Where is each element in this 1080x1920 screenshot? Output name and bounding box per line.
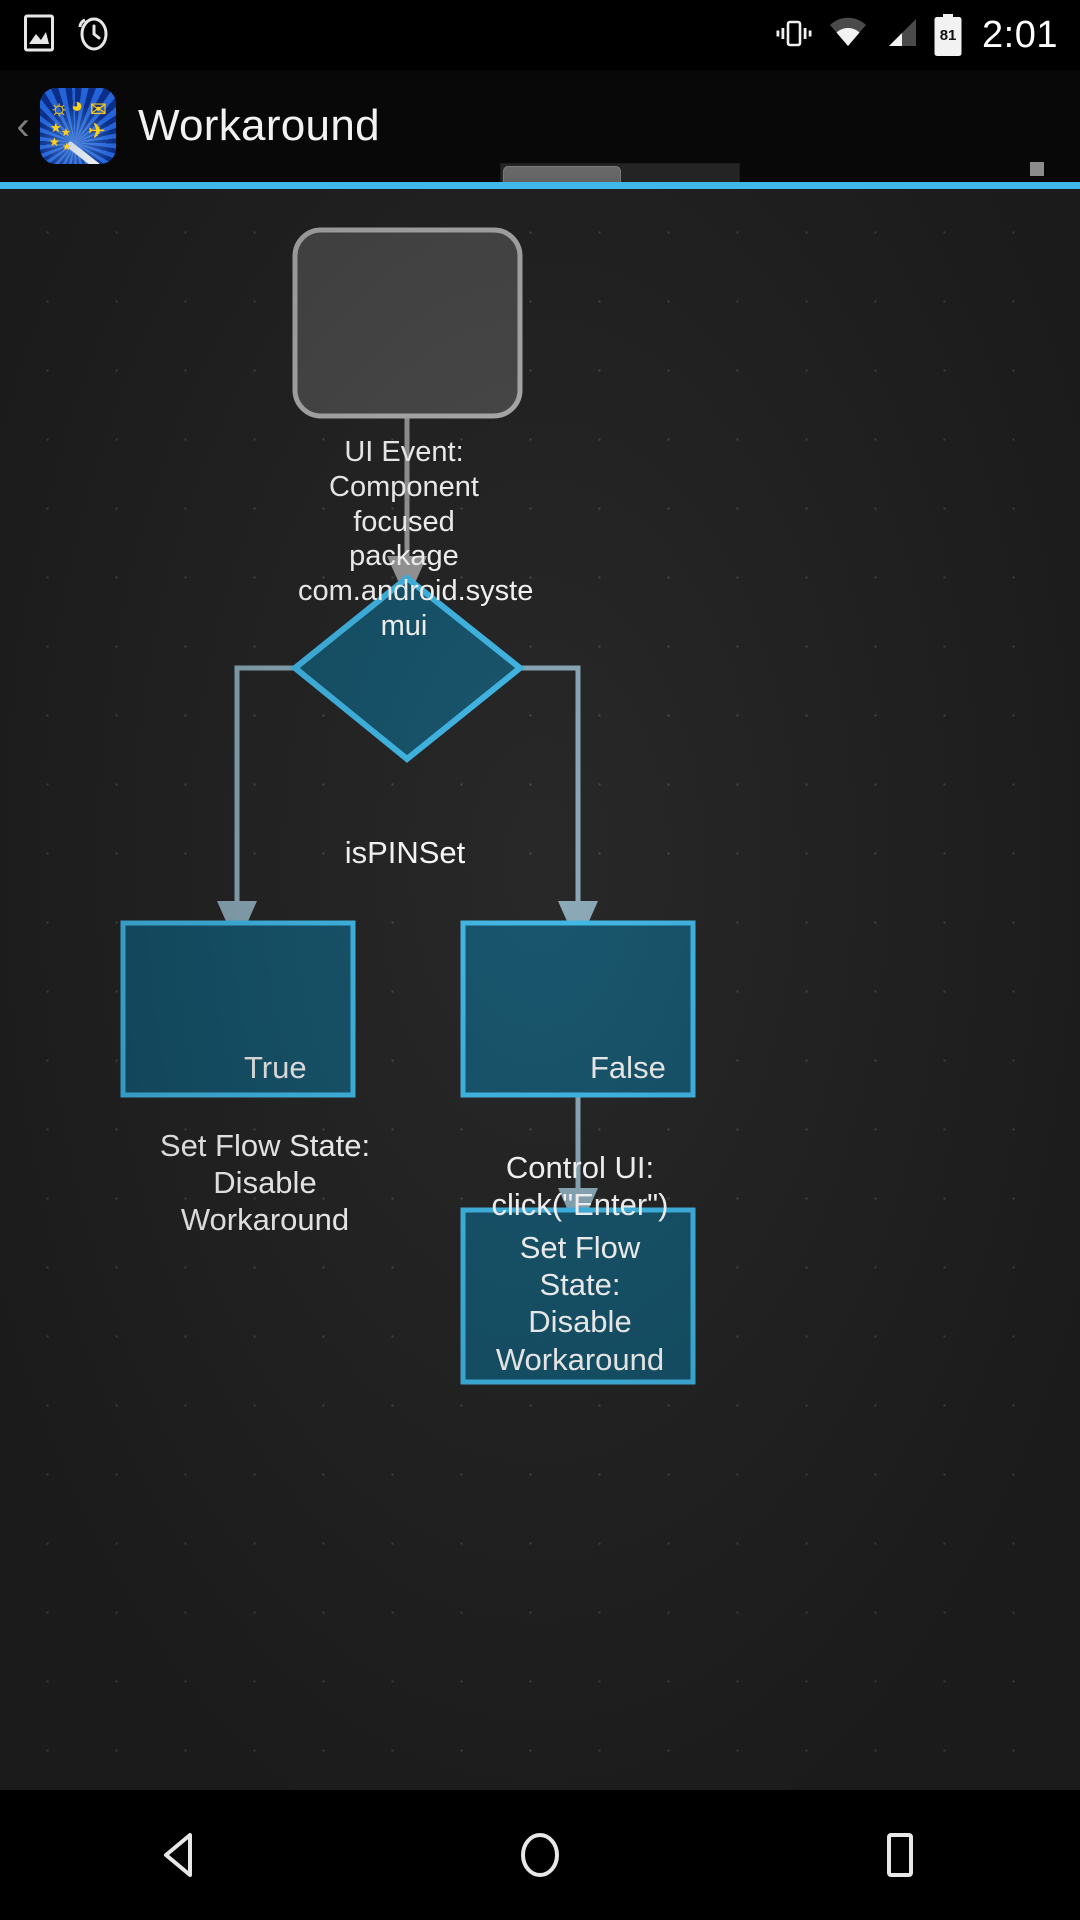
workaround-app-icon[interactable]: ☼ ◕ ✉ ✈ ★ ★ ★ ★ (40, 88, 116, 164)
system-navigation-bar (0, 1790, 1080, 1920)
envelope-icon: ✉ (90, 99, 107, 121)
wifi-icon (828, 13, 868, 58)
gear-icon: ☼ (49, 95, 70, 120)
star-icon: ★ (61, 127, 71, 139)
edge-condition-false (519, 665, 598, 946)
back-button[interactable] (90, 1790, 270, 1920)
accent-divider (0, 182, 1080, 189)
edge-condition-true (217, 665, 295, 946)
back-navigation-icon[interactable]: ‹ (16, 104, 30, 148)
flow-node-condition[interactable] (290, 574, 525, 763)
action-bar: ‹ ☼ ◕ ✉ ✈ ★ ★ ★ ★ Workaround OFF (0, 70, 1080, 229)
flow-node-action-true[interactable] (120, 920, 356, 1098)
flow-canvas[interactable]: UI Event: Component focused package com.… (0, 189, 1080, 1790)
flow-node-action-end[interactable] (460, 1207, 696, 1385)
star-icon: ★ (62, 142, 71, 153)
status-bar-left-icons (24, 0, 112, 70)
airplane-icon: ✈ (88, 120, 106, 143)
vibrate-icon (774, 13, 814, 58)
status-bar: 81 2:01 (0, 0, 1080, 70)
wifi-glyph-icon: ◕ (71, 95, 84, 117)
star-icon: ★ (50, 120, 62, 135)
overflow-dot (1030, 162, 1044, 176)
image-icon (24, 13, 54, 58)
alarm-clock-icon (76, 13, 112, 58)
flow-node-action-false[interactable] (460, 920, 696, 1098)
battery-level-text: 81 (939, 27, 957, 44)
home-button[interactable] (450, 1790, 630, 1920)
star-icon: ★ (49, 135, 60, 149)
status-bar-clock: 2:01 (982, 14, 1058, 56)
page-title: Workaround (138, 101, 380, 150)
battery-icon: 81 (934, 14, 962, 56)
flow-graph (120, 227, 696, 1385)
recents-button[interactable] (810, 1790, 990, 1920)
flow-node-trigger[interactable] (292, 227, 523, 419)
cell-signal-icon (882, 13, 920, 58)
status-bar-right-icons: 81 2:01 (774, 0, 1058, 70)
